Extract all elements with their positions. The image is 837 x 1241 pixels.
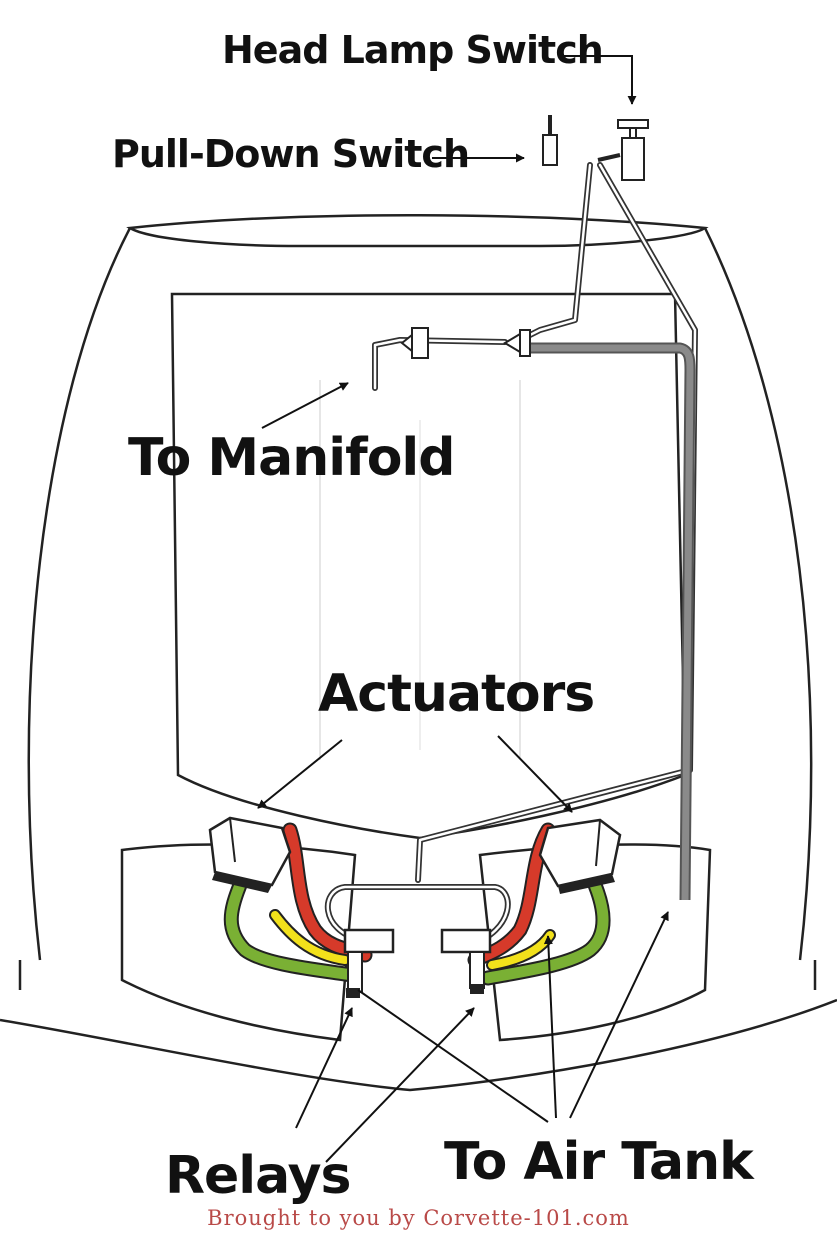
relays-label: Relays bbox=[165, 1146, 351, 1206]
right-relay-icon bbox=[440, 928, 492, 994]
right-actuator-icon bbox=[538, 818, 622, 894]
left-relay-icon bbox=[343, 928, 395, 998]
pull-down-switch-icon bbox=[542, 115, 558, 166]
left-actuator-icon bbox=[208, 816, 292, 893]
head-lamp-switch-label: Head Lamp Switch bbox=[222, 28, 604, 72]
to-manifold-label: To Manifold bbox=[128, 428, 455, 488]
hood-panel bbox=[170, 292, 687, 840]
air-tank-line bbox=[528, 342, 696, 901]
head-lamp-switch-icon bbox=[597, 119, 649, 181]
credit-text: Brought to you by Corvette-101.com bbox=[207, 1206, 630, 1230]
to-air-tank-label: To Air Tank bbox=[444, 1132, 754, 1192]
control-valve-icon bbox=[400, 327, 531, 359]
pull-down-switch-label: Pull-Down Switch bbox=[112, 132, 470, 176]
actuators-label: Actuators bbox=[318, 664, 595, 724]
car-body-outline bbox=[0, 213, 837, 1092]
vacuum-lines bbox=[324, 162, 698, 948]
leader-arrows bbox=[257, 55, 669, 1163]
